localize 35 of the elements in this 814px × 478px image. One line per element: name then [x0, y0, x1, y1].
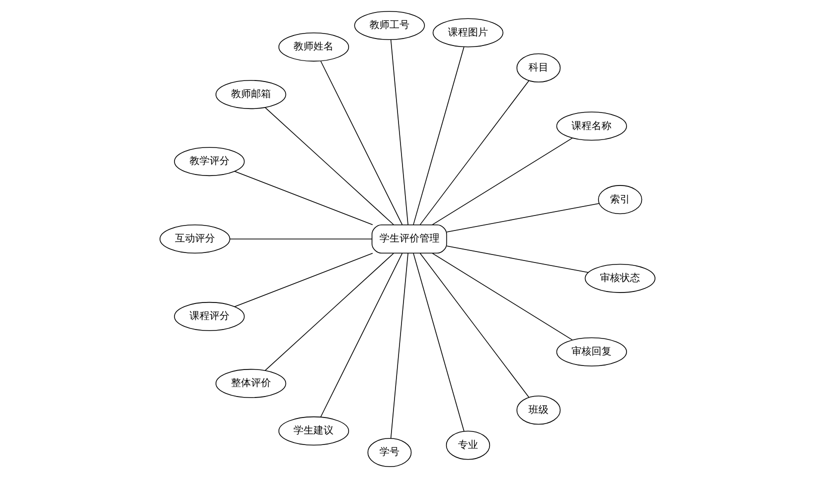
node-ellipse: 教师邮箱 — [215, 80, 286, 110]
node-ellipse: 整体评价 — [215, 368, 286, 398]
node-ellipse: 学生建议 — [278, 416, 349, 446]
connector — [432, 138, 572, 226]
node-ellipse: 教师工号 — [354, 10, 424, 40]
node-ellipse: 课程名称 — [556, 112, 626, 141]
node-ellipse: 课程评分 — [174, 302, 244, 331]
node-ellipse: 互动评分 — [159, 224, 230, 254]
node-ellipse: 课程图片 — [432, 18, 503, 48]
connector — [228, 238, 372, 240]
node-ellipse: 教学评分 — [174, 147, 244, 176]
node-ellipse: 学号 — [366, 438, 412, 468]
connector — [446, 246, 588, 273]
connector — [264, 252, 394, 371]
connector — [419, 80, 529, 226]
node-ellipse: 专业 — [445, 430, 490, 460]
node-ellipse: 审核回复 — [556, 337, 626, 366]
connector — [234, 252, 373, 308]
connector — [264, 107, 394, 226]
node-box: 学生评价管理 — [371, 224, 447, 254]
connector — [412, 46, 464, 226]
connector — [419, 252, 529, 398]
node-ellipse: 索引 — [598, 185, 642, 214]
connector — [320, 60, 402, 225]
node-ellipse: 班级 — [516, 396, 560, 425]
connector — [412, 252, 464, 432]
connector — [234, 170, 373, 226]
connector — [446, 203, 599, 232]
connector — [320, 253, 402, 418]
node-ellipse: 科目 — [516, 53, 560, 82]
node-ellipse: 审核状态 — [584, 264, 655, 293]
connector — [390, 252, 408, 439]
connector — [432, 252, 572, 340]
node-ellipse: 教师姓名 — [278, 32, 349, 62]
connector — [390, 39, 408, 226]
